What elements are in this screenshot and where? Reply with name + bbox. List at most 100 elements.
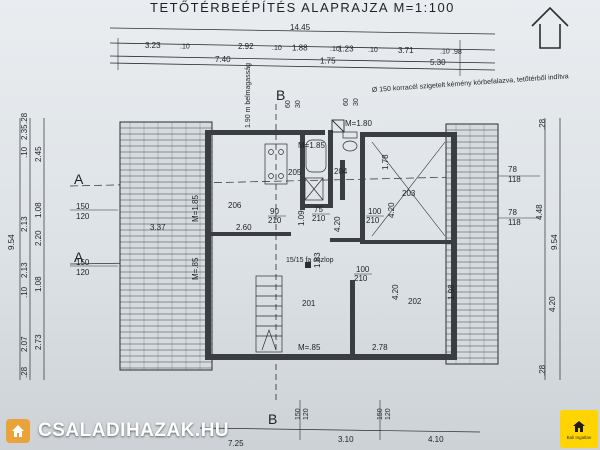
- left-a-0: .28: [20, 366, 29, 378]
- section-b-top: B: [276, 87, 285, 103]
- door-3-width: 100: [356, 265, 370, 274]
- top-dim2-2: 5.30: [430, 58, 446, 67]
- house-badge-icon: [573, 421, 585, 432]
- right-dim-col: 4.484.20.28.28: [535, 118, 557, 376]
- inner-label-9: 4.20: [387, 202, 396, 218]
- top-dim-10: .98: [452, 49, 462, 56]
- inner-label-7: 2.60: [236, 223, 252, 232]
- left-dimension-lines: [19, 118, 118, 380]
- staircase: [255, 275, 283, 353]
- left-b-1: 1.08: [34, 202, 43, 218]
- right-col-0: 4.48: [535, 204, 544, 220]
- room-205: 205: [288, 168, 302, 177]
- agency-badge: Bali Ingatlan: [560, 410, 598, 448]
- left-b-4: 2.73: [34, 334, 43, 350]
- top-number-1: 30: [295, 100, 302, 108]
- column-note: 15/15 fa oszlop: [286, 257, 334, 264]
- left-window1-h: 120: [76, 212, 90, 221]
- top-dim-7: .10: [368, 47, 378, 54]
- room-203-cross: [371, 141, 446, 237]
- chimney-note: Ø 150 korracél szigetelt kémény körbefal…: [372, 73, 569, 94]
- left-a-1: 2.07: [20, 336, 29, 352]
- plan-title: TETŐTÉRBEÉPÍTÉS ALAPRAJZA M=1:100: [150, 0, 455, 15]
- door-2-height: 210: [366, 216, 380, 225]
- room-201: 201: [302, 299, 316, 308]
- left-dim-col-b: 2.451.082.201.082.73: [34, 146, 43, 350]
- section-a-left-2: A: [74, 249, 84, 265]
- left-a-5: .10: [20, 146, 29, 158]
- room-203: 203: [402, 189, 416, 198]
- inner-label-11: 1.98: [447, 284, 456, 300]
- inner-label-4: M=.85: [298, 343, 321, 352]
- left-window1-w: 150: [76, 202, 90, 211]
- bottom-dim-2: 3.10: [338, 435, 354, 444]
- floor-height-note: 1.90 m belmagasság: [245, 63, 252, 128]
- badge-label: Bali Ingatlan: [566, 435, 592, 440]
- top-dim-2: 2.92: [238, 42, 254, 51]
- left-b-2: 2.20: [34, 230, 43, 246]
- left-a-7: .28: [20, 112, 29, 124]
- inner-label-8: 1.78: [381, 154, 390, 170]
- left-a-2: .10: [20, 286, 29, 298]
- bottom-number-2: 150: [377, 408, 384, 420]
- left-dim-col-a: .282.07.102.132.13.102.35.28: [20, 112, 29, 378]
- top-dim-6: 1.23: [338, 45, 354, 54]
- walls: [205, 130, 457, 360]
- door-0-width: 90: [270, 207, 279, 216]
- room-204: 204: [334, 167, 348, 176]
- right-window1-w: 78: [508, 165, 517, 174]
- house-logo-icon: [6, 419, 30, 443]
- top-number-0: 60: [285, 100, 292, 108]
- door-3-height: 210: [354, 274, 368, 283]
- inner-label-5: 2.78: [372, 343, 388, 352]
- section-b-bottom: B: [268, 411, 277, 427]
- right-dimension-lines: [498, 118, 561, 380]
- left-window2-w: 150: [76, 258, 90, 267]
- right-window1-h: 118: [508, 175, 521, 184]
- door-1-height: 210: [312, 214, 326, 223]
- bottom-dimension-lines: [199, 400, 481, 440]
- inner-label-10: 4.20: [391, 284, 400, 300]
- room-202: 202: [408, 297, 422, 306]
- right-window2-w: 78: [508, 208, 517, 217]
- left-a-3: 2.13: [20, 262, 29, 278]
- inner-label-14: 4.20: [333, 216, 342, 232]
- kitchen-counter: [264, 143, 288, 185]
- top-number-3: 30: [353, 98, 360, 106]
- left-outer-dim: 9.54: [7, 234, 16, 250]
- section-a-left: A: [74, 171, 84, 187]
- inner-label-12: 1.09: [297, 210, 306, 226]
- top-dim2-0: 7.40: [215, 55, 231, 64]
- bottom-number-3: 120: [385, 408, 392, 420]
- bottom-number-0: 150: [295, 408, 302, 420]
- top-number-2: 60: [343, 98, 350, 106]
- right-col-1: 4.20: [548, 296, 557, 312]
- top-dim2-1: 1.75: [320, 56, 336, 65]
- bathroom-fixtures: [304, 131, 358, 201]
- inner-label-2: M=1.85: [191, 195, 200, 222]
- roof-hatch-left: [119, 121, 213, 371]
- left-a-6: 2.35: [20, 124, 29, 140]
- right-outer-dim: 9.54: [550, 234, 559, 250]
- brand-text: CSALADIHAZAK.HU: [38, 420, 230, 441]
- left-a-4: 2.13: [20, 216, 29, 232]
- brand-watermark: CSALADIHAZAK.HU: [0, 414, 246, 448]
- inner-label-1: M=1.85: [298, 141, 325, 150]
- left-b-0: 2.45: [34, 146, 43, 162]
- top-dim-3: .10: [272, 45, 282, 52]
- bottom-dim-3: 4.10: [428, 435, 444, 444]
- inner-label-13: 1.83: [313, 252, 322, 268]
- dim-overall: 14.45: [290, 23, 311, 32]
- inner-label-0: M=1.80: [345, 119, 372, 128]
- door-0-height: 210: [268, 216, 282, 225]
- top-dimension-lines: [109, 27, 496, 76]
- top-dim-0: 3.23: [145, 41, 161, 50]
- door-1-width: 75: [314, 205, 323, 214]
- top-dim-1: .10: [180, 44, 190, 51]
